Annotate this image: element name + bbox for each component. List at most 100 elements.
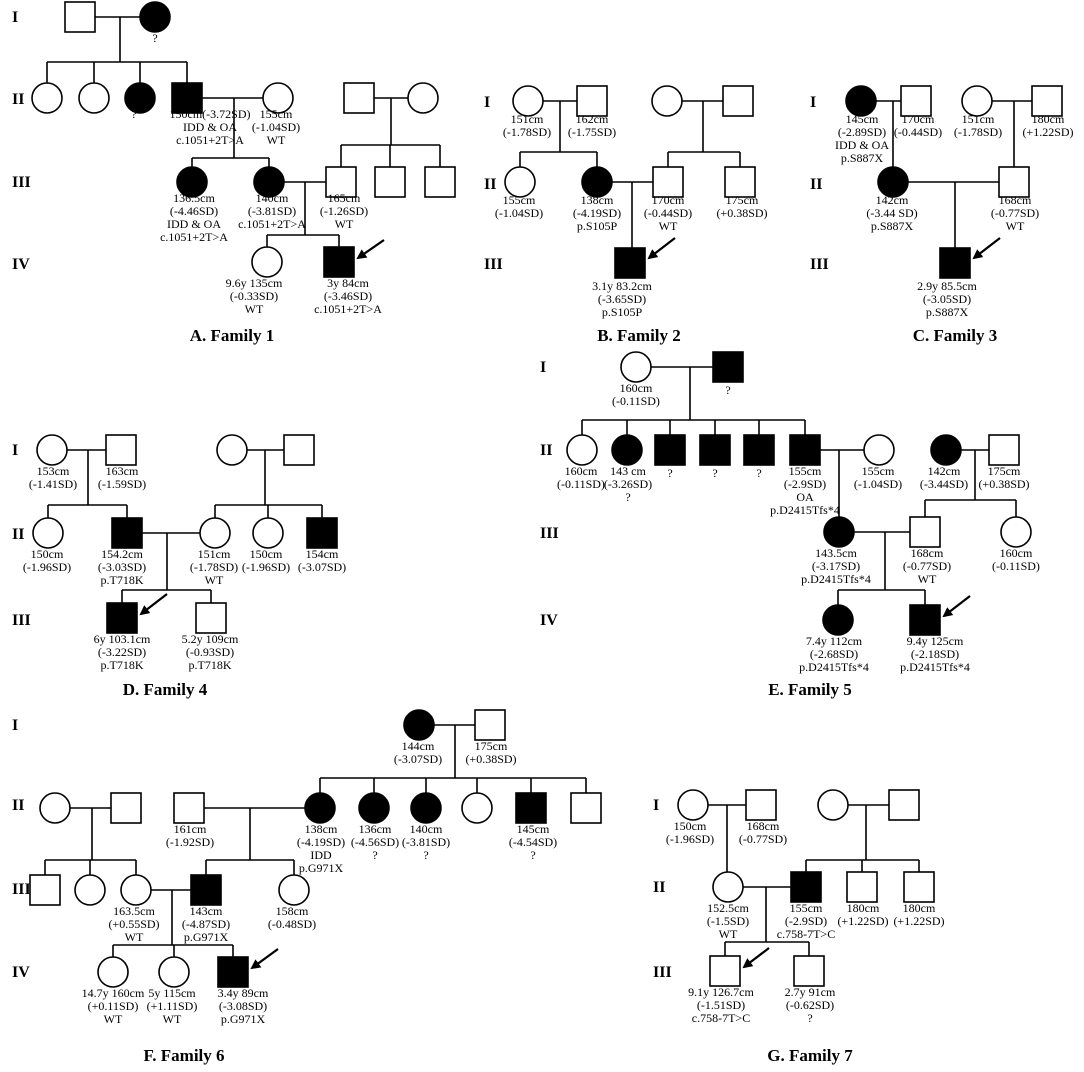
generation-label: II — [810, 176, 822, 193]
individual-annotation: 152.5cm — [707, 901, 749, 915]
individual-annotation: 9.6y 135cm — [226, 276, 283, 290]
generation-label: II — [12, 526, 24, 543]
male-individual — [424, 166, 456, 198]
individual-annotation: ? — [372, 848, 377, 862]
individual-annotation: p.G971X — [299, 861, 344, 875]
male-individual — [283, 434, 315, 466]
individual-annotation: (-3.03SD) — [98, 560, 146, 574]
individual-annotation: (-0.93SD) — [186, 645, 234, 659]
individual-annotation: (-2.89SD) — [838, 125, 886, 139]
male-individual: 170cm(-0.44SD) — [894, 85, 942, 139]
individual-annotation: (+0.38SD) — [978, 477, 1029, 491]
individual-annotation: (-1.78SD) — [190, 560, 238, 574]
female-individual — [78, 82, 110, 114]
female-circle-symbol — [512, 85, 544, 117]
individual-annotation: p.S105P — [602, 305, 643, 319]
female-individual: 160cm(-0.11SD) — [557, 434, 605, 491]
female-circle-symbol — [39, 792, 71, 824]
female-individual: 160cm(-0.11SD) — [612, 351, 660, 408]
female-individual-affected: 142cm(-3.44 SD)p.S887X — [866, 166, 918, 233]
individual-annotation: 151cm — [962, 112, 995, 126]
individual-annotation: IDD & OA — [835, 138, 889, 152]
individual-annotation: p.T718K — [101, 573, 144, 587]
male-individual-affected: 155cm(-2.9SD)OAp.D2415Tfs*4 — [770, 434, 840, 517]
family-caption: B. Family 2 — [597, 326, 681, 345]
male-square-symbol — [939, 247, 971, 279]
individual-annotation: ? — [131, 107, 136, 121]
female-individual-affected: 136.5cm(-4.46SD)IDD & OAc.1051+2T>A — [160, 166, 228, 244]
individual-annotation: p.T718K — [189, 658, 232, 672]
family-caption: C. Family 3 — [913, 326, 998, 345]
individual-annotation: p.D2415Tfs*4 — [900, 660, 970, 674]
individual-annotation: (-4.46SD) — [170, 204, 218, 218]
female-individual: 155cm(-1.04SD) — [495, 166, 543, 220]
generation-label: III — [540, 525, 559, 542]
generation-label: II — [484, 176, 496, 193]
individual-annotation: (-2.68SD) — [810, 647, 858, 661]
individual-annotation: 5y 115cm — [148, 986, 196, 1000]
female-individual — [651, 85, 683, 117]
individual-annotation: (-0.77SD) — [991, 206, 1039, 220]
individual-annotation: 150cm — [250, 547, 283, 561]
individual-annotation: 136.5cm — [173, 191, 215, 205]
male-square-symbol — [998, 166, 1030, 198]
individual-annotation: 150cm — [674, 819, 707, 833]
female-circle-symbol — [817, 789, 849, 821]
individual-annotation: (-1.04SD) — [495, 206, 543, 220]
female-circle-symbol — [253, 166, 285, 198]
male-square-symbol — [105, 434, 137, 466]
male-square-symbol — [900, 85, 932, 117]
male-individual — [374, 166, 406, 198]
individual-annotation: WT — [267, 133, 286, 147]
male-individual: 168cm(-0.77SD)WT — [991, 166, 1039, 233]
individual-annotation: (-3.46SD) — [324, 289, 372, 303]
male-individual-affected: 150cm(-3.72SD)IDD & OAc.1051+2T>A — [170, 82, 251, 147]
female-circle-symbol — [581, 166, 613, 198]
male-individual: 175cm(+0.38SD) — [465, 709, 517, 766]
individual-annotation: 158cm — [276, 904, 309, 918]
generation-label: IV — [540, 612, 558, 629]
individual-annotation: (+0.38SD) — [465, 752, 516, 766]
individual-annotation: (+1.22SD) — [837, 914, 888, 928]
individual-annotation: (-3.26SD) — [604, 477, 652, 491]
individual-annotation: 163.5cm — [113, 904, 155, 918]
male-square-symbol — [888, 789, 920, 821]
generation-label: II — [12, 91, 24, 108]
female-circle-symbol — [199, 517, 231, 549]
female-circle-symbol — [32, 517, 64, 549]
female-circle-symbol — [461, 792, 493, 824]
individual-annotation: c.1051+2T>A — [160, 230, 228, 244]
individual-annotation: (-1.04SD) — [854, 477, 902, 491]
individual-annotation: (-0.11SD) — [992, 559, 1040, 573]
male-square-symbol — [325, 166, 357, 198]
individual-annotation: (-4.19SD) — [573, 206, 621, 220]
individual-annotation: 175cm — [475, 739, 508, 753]
individual-annotation: IDD & OA — [183, 120, 237, 134]
male-individual — [722, 85, 754, 117]
female-circle-symbol — [961, 85, 993, 117]
male-individual: 161cm(-1.92SD) — [166, 792, 214, 849]
female-individual: 150cm(-1.96SD) — [242, 517, 290, 574]
individual-annotation: p.D2415Tfs*4 — [799, 660, 869, 674]
individual-annotation: (-0.62SD) — [786, 998, 834, 1012]
individual-annotation: 155cm — [862, 464, 895, 478]
male-individual-affected: ? — [699, 434, 731, 480]
male-square-symbol — [793, 955, 825, 987]
individual-annotation: 151cm — [511, 112, 544, 126]
female-circle-symbol — [262, 82, 294, 114]
individual-annotation: 140cm — [256, 191, 289, 205]
individual-annotation: 155cm — [503, 193, 536, 207]
male-square-symbol — [190, 874, 222, 906]
individual-annotation: 155cm — [790, 901, 823, 915]
female-circle-symbol — [251, 246, 283, 278]
male-square-symbol — [106, 602, 138, 634]
female-circle-symbol — [36, 434, 68, 466]
male-square-symbol — [743, 434, 775, 466]
female-individual-affected: 136cm(-4.56SD)? — [351, 792, 399, 862]
individual-annotation: 154.2cm — [101, 547, 143, 561]
individual-annotation: WT — [719, 927, 738, 941]
male-square-symbol — [474, 709, 506, 741]
